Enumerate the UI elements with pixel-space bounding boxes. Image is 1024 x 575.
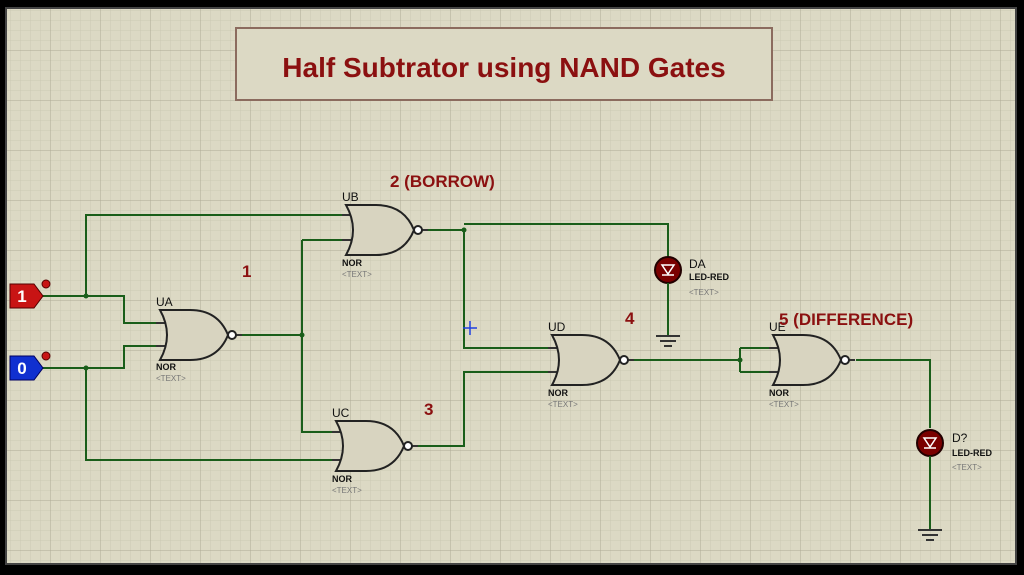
node-label-3: 3 xyxy=(424,400,433,419)
input-terminal-0-value: 0 xyxy=(17,359,26,378)
title-text: Half Subtrator using NAND Gates xyxy=(282,52,725,83)
gate-ref: UD xyxy=(548,320,566,334)
gate-ref: UE xyxy=(769,320,786,334)
junction-dot xyxy=(83,293,89,299)
gate-text-placeholder: <TEXT> xyxy=(342,270,372,279)
gate-text-placeholder: <TEXT> xyxy=(332,486,362,495)
gate-ud[interactable]: UD NOR <TEXT> xyxy=(548,320,634,409)
junction-dot xyxy=(299,332,305,338)
diode-symbol-icon xyxy=(922,437,938,449)
led-ref: D? xyxy=(952,431,968,445)
diode-symbol-icon xyxy=(660,264,676,276)
led-part: LED-RED xyxy=(952,448,992,458)
node-label-4: 4 xyxy=(625,309,635,328)
led-da[interactable]: DA LED-RED <TEXT> xyxy=(654,256,729,347)
input-terminal-0[interactable]: 0 xyxy=(9,351,51,381)
led-part: LED-RED xyxy=(689,272,729,282)
input-probe-dot xyxy=(41,351,51,361)
node-label-difference: 5 (DIFFERENCE) xyxy=(779,310,913,329)
title-box: Half Subtrator using NAND Gates xyxy=(235,27,773,101)
gate-text-placeholder: <TEXT> xyxy=(769,400,799,409)
gate-ref: UC xyxy=(332,406,350,420)
sheet-border xyxy=(5,7,1017,565)
gate-uc[interactable]: UC NOR <TEXT> xyxy=(332,406,418,495)
gate-text-placeholder: <TEXT> xyxy=(156,374,186,383)
gate-text-placeholder: <TEXT> xyxy=(548,400,578,409)
input-terminal-1-value: 1 xyxy=(17,287,26,306)
gate-type: NOR xyxy=(769,388,790,398)
gate-ua[interactable]: UA NOR <TEXT> xyxy=(156,295,242,383)
gate-ref: UA xyxy=(156,295,173,309)
junction-dot xyxy=(737,357,743,363)
junctions xyxy=(83,227,743,371)
junction-dot xyxy=(461,227,467,233)
gate-type: NOR xyxy=(342,258,363,268)
gate-type: NOR xyxy=(548,388,569,398)
led-ref: DA xyxy=(689,257,706,271)
led-d-unassigned[interactable]: D? LED-RED <TEXT> xyxy=(916,429,992,541)
ground-icon xyxy=(656,335,680,347)
gate-ue[interactable]: UE NOR <TEXT> xyxy=(769,320,855,409)
led-text-placeholder: <TEXT> xyxy=(952,463,982,472)
node-label-borrow: 2 (BORROW) xyxy=(390,172,495,191)
node-label-1: 1 xyxy=(242,262,251,281)
input-probe-dot xyxy=(41,279,51,289)
led-icon xyxy=(916,429,944,457)
gate-type: NOR xyxy=(156,362,177,372)
led-icon xyxy=(654,256,682,284)
crosshair-cursor-icon xyxy=(463,321,477,335)
ground-icon xyxy=(918,529,942,541)
input-terminal-1[interactable]: 1 xyxy=(9,279,51,309)
gate-ref: UB xyxy=(342,190,359,204)
junction-dot xyxy=(83,365,89,371)
gate-type: NOR xyxy=(332,474,353,484)
led-text-placeholder: <TEXT> xyxy=(689,288,719,297)
gate-ub[interactable]: UB NOR <TEXT> xyxy=(342,190,428,279)
